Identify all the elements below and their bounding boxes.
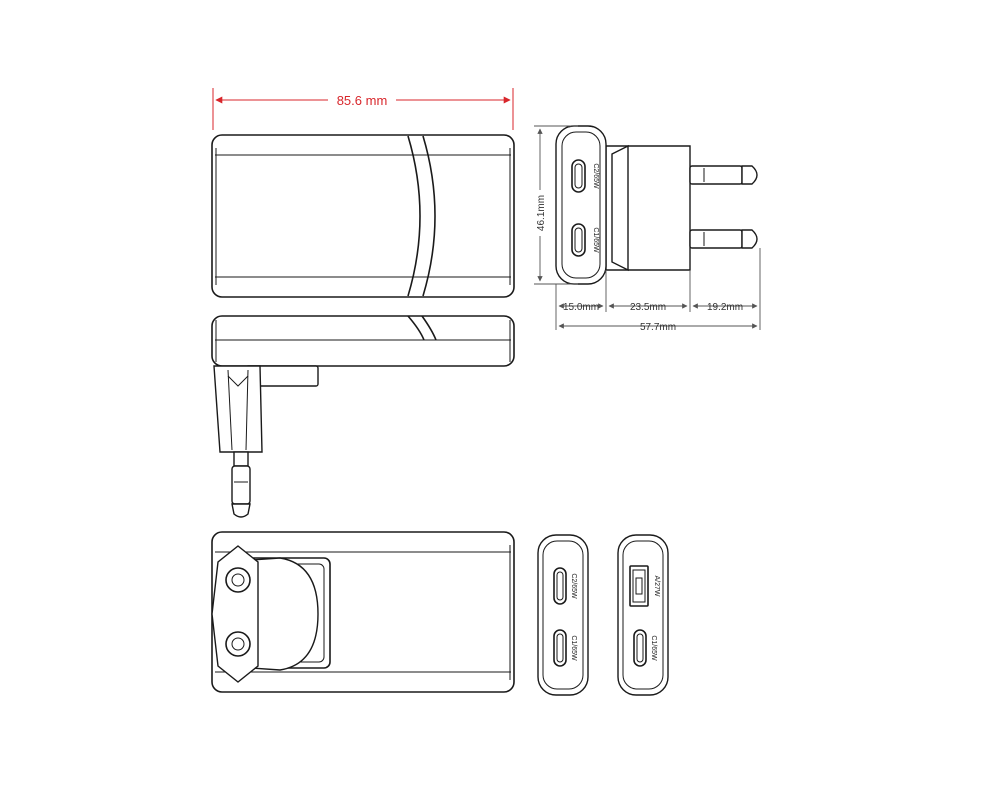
bottom-view <box>211 531 515 693</box>
total-depth-label: 57.7mm <box>640 322 676 333</box>
top-view: 85.6 mm <box>211 88 515 298</box>
usb-c-port-c2 <box>571 159 586 193</box>
folding-plug <box>213 365 319 518</box>
end-view-two-usb-c: C2/65W C1/65W <box>537 534 589 696</box>
pin-upper <box>689 165 758 185</box>
length-dimension: 85.6 mm <box>212 88 514 130</box>
port-label-c1: C1/65W <box>592 227 599 253</box>
front-view-with-pins: C2/65W C1/65W 46.1mm 15.0mm 23.5mm 19.2m… <box>534 125 761 333</box>
length-label: 85.6 mm <box>337 93 388 108</box>
depth-dimensions: 15.0mm 23.5mm 19.2mm 57.7mm <box>555 248 761 333</box>
end-cc-label-c2: C2/65W <box>570 573 577 599</box>
end-view-usb-a-and-c: A/27W C1/65W <box>617 534 669 696</box>
side-view <box>211 315 515 518</box>
pin-length-label: 19.2mm <box>707 302 743 313</box>
port-label-c2: C2/65W <box>592 163 599 189</box>
height-label: 46.1mm <box>536 195 547 231</box>
body-depth-label: 23.5mm <box>630 302 666 313</box>
usb-c-port-c1 <box>571 223 586 257</box>
end-ac-label-c1: C1/65W <box>650 635 657 661</box>
height-dimension: 46.1mm <box>534 125 578 285</box>
end-cc-label-c1: C1/65W <box>570 635 577 661</box>
front-depth-label: 15.0mm <box>563 302 599 313</box>
end-ac-label-a: A/27W <box>653 575 660 596</box>
pin-lower <box>689 229 758 249</box>
